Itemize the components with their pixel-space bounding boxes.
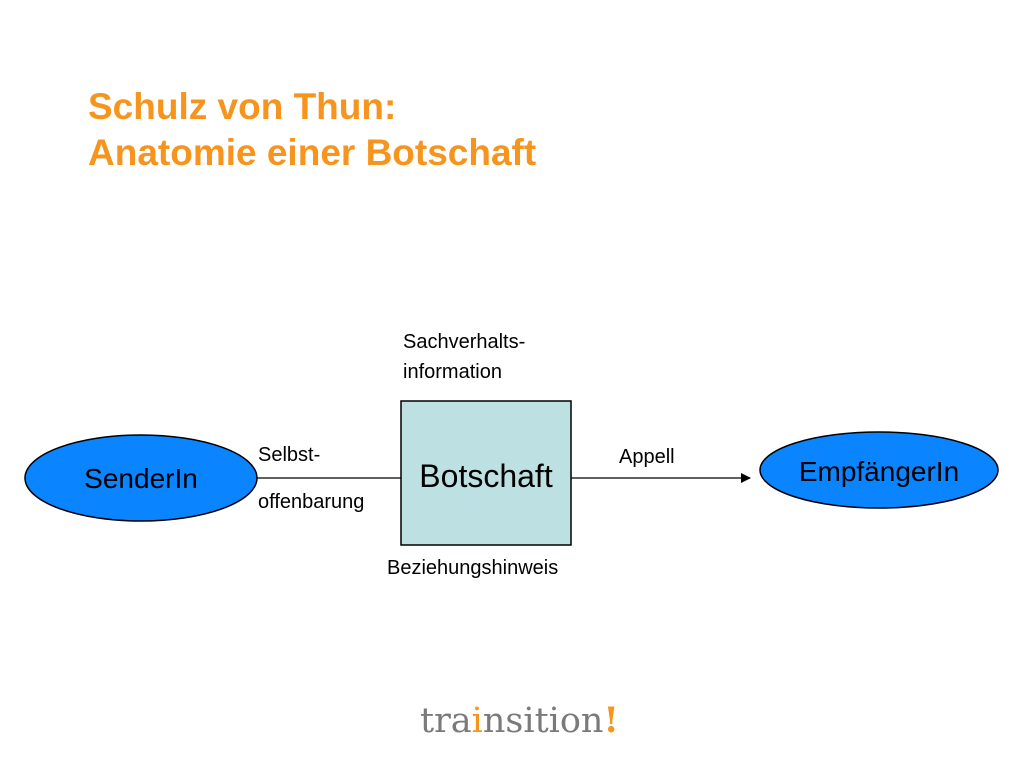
logo-text-i: i bbox=[471, 701, 483, 741]
factual-information-label: Sachverhalts- information bbox=[403, 327, 525, 387]
receiver-ellipse bbox=[759, 431, 999, 509]
slide-title: Schulz von Thun: Anatomie einer Botschaf… bbox=[88, 84, 536, 176]
message-box bbox=[400, 400, 572, 546]
factual-information-line2: information bbox=[403, 361, 502, 383]
appeal-label: Appell bbox=[619, 446, 675, 468]
logo-exclamation: ! bbox=[603, 700, 619, 741]
sender-ellipse bbox=[24, 434, 258, 522]
logo-text-end: nsition bbox=[482, 701, 604, 741]
logo-text-start: tra bbox=[420, 701, 472, 741]
relationship-label: Beziehungshinweis bbox=[387, 557, 559, 579]
self-revelation-label-line1: Selbst- bbox=[258, 444, 321, 466]
self-revelation-label-line2: offenbarung bbox=[258, 491, 365, 513]
sender-label: SenderIn bbox=[84, 463, 198, 494]
trainsition-logo: trainsition! bbox=[420, 700, 619, 741]
message-label: Botschaft bbox=[419, 458, 553, 494]
factual-information-line1: Sachverhalts- bbox=[403, 331, 526, 353]
receiver-label: EmpfängerIn bbox=[799, 456, 959, 487]
slide-title-line2: Anatomie einer Botschaft bbox=[88, 132, 537, 173]
slide-title-line1: Schulz von Thun: bbox=[88, 86, 397, 127]
